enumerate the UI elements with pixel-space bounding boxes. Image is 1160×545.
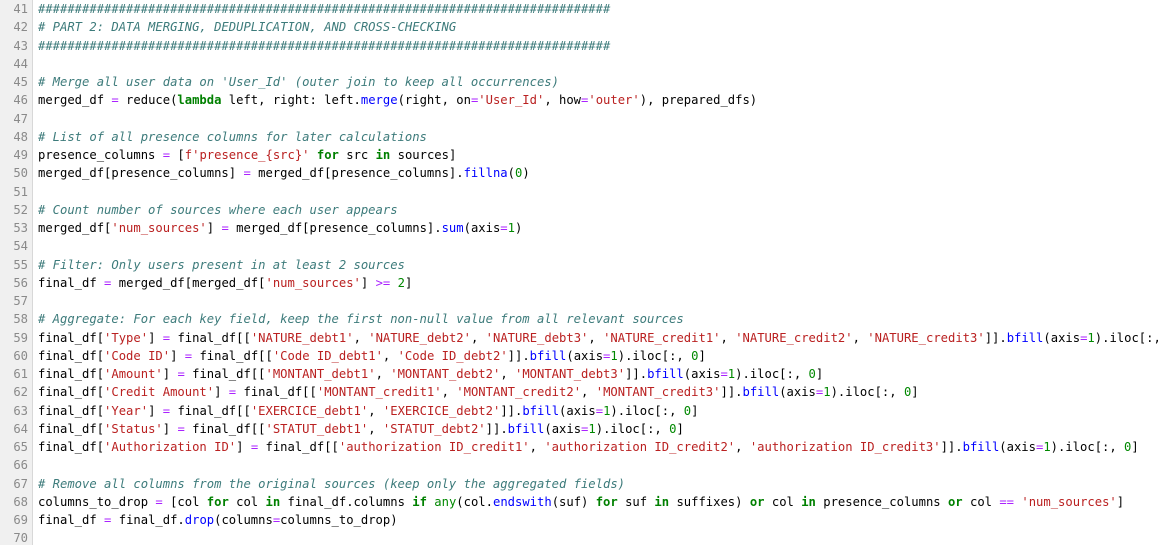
line-number: 59 [13,330,28,345]
line-number: 45 [13,75,28,89]
line-number: 62 [13,385,28,400]
code-line[interactable]: 51 [0,183,1160,201]
code-line[interactable]: 57 [0,292,1160,310]
code-line[interactable]: 60 final_df['Code ID'] = final_df[['Code … [0,347,1160,365]
code-line[interactable]: 45 # Merge all user data on 'User_Id' (ou… [0,73,1160,91]
code-text[interactable]: final_df['Authorization ID'] = final_df[… [38,440,1139,454]
code-line[interactable]: 68 columns_to_drop = [col for col in fina… [0,493,1160,511]
code-text[interactable]: # List of all presence columns for later… [38,129,427,144]
code-text[interactable]: final_df['Status'] = final_df[['STATUT_d… [38,421,684,436]
code-line[interactable]: 67 # Remove all columns from the original… [0,475,1160,493]
code-text[interactable]: final_df = final_df.drop(columns=columns… [38,513,398,527]
code-line[interactable]: 62 final_df['Credit Amount'] = final_df[[… [0,383,1160,401]
line-number: 64 [13,421,28,436]
line-number: 68 [13,494,28,509]
line-number: 67 [13,476,28,491]
line-number: 43 [13,38,28,53]
code-line[interactable]: 43 ######################################… [0,37,1160,55]
code-line[interactable]: 69 final_df = final_df.drop(columns=colum… [0,511,1160,529]
line-number-gutter [0,0,33,545]
code-line[interactable]: 63 final_df['Year'] = final_df[['EXERCICE… [0,402,1160,420]
line-number: 51 [13,184,28,199]
code-text[interactable]: # Count number of sources where each use… [38,202,398,217]
code-line[interactable]: 61 final_df['Amount'] = final_df[['MONTAN… [0,365,1160,383]
code-line[interactable]: 42 # PART 2: DATA MERGING, DEDUPLICATION,… [0,18,1160,36]
code-line[interactable]: 44 [0,55,1160,73]
line-number: 55 [13,257,28,272]
code-line[interactable]: 66 [0,456,1160,474]
line-number: 66 [13,458,28,473]
code-text[interactable]: ########################################… [38,38,611,53]
line-number: 50 [13,166,28,181]
code-line[interactable]: 56 final_df = merged_df[merged_df['num_so… [0,274,1160,292]
code-text[interactable]: final_df['Amount'] = final_df[['MONTANT_… [38,367,824,381]
code-line[interactable]: 46 merged_df = reduce(lambda left, right:… [0,91,1160,109]
line-number: 54 [13,239,28,254]
code-text[interactable]: # Merge all user data on 'User_Id' (oute… [38,75,559,89]
line-number: 42 [13,20,28,35]
code-text[interactable]: final_df = merged_df[merged_df['num_sour… [38,275,413,290]
code-text[interactable]: # PART 2: DATA MERGING, DEDUPLICATION, A… [38,20,457,35]
code-text[interactable]: final_df['Credit Amount'] = final_df[['M… [38,385,919,400]
code-text[interactable]: ########################################… [38,2,611,16]
code-text[interactable]: # Aggregate: For each key field, keep th… [38,312,684,327]
line-number: 69 [13,513,28,527]
line-number: 57 [13,294,28,308]
line-number: 49 [13,148,28,162]
line-number: 56 [13,275,28,290]
line-number: 61 [13,367,28,381]
line-number: 52 [13,202,28,217]
code-line[interactable]: 55 # Filter: Only users present in at lea… [0,256,1160,274]
code-line[interactable]: 65 final_df['Authorization ID'] = final_d… [0,438,1160,456]
code-text[interactable]: merged_df['num_sources'] = merged_df[pre… [38,221,523,235]
code-line[interactable]: 59 final_df['Type'] = final_df[['NATURE_d… [0,329,1160,347]
code-text[interactable]: final_df['Year'] = final_df[['EXERCICE_d… [38,403,699,418]
code-line[interactable]: 70 [0,529,1160,545]
code-line[interactable]: 50 merged_df[presence_columns] = merged_d… [0,164,1160,182]
line-number: 48 [13,129,28,144]
code-text[interactable]: merged_df[presence_columns] = merged_df[… [38,166,530,181]
code-text[interactable]: # Filter: Only users present in at least… [38,257,405,272]
line-number: 53 [13,221,28,235]
code-text[interactable]: merged_df = reduce(lambda left, right: l… [38,93,758,108]
code-line[interactable]: 64 final_df['Status'] = final_df[['STATUT… [0,420,1160,438]
code-line[interactable]: 48 # List of all presence columns for lat… [0,128,1160,146]
code-line[interactable]: 47 [0,110,1160,128]
line-number: 58 [13,312,28,327]
line-number: 60 [13,348,28,363]
code-line[interactable]: 53 merged_df['num_sources'] = merged_df[p… [0,219,1160,237]
line-number: 44 [13,56,28,71]
line-number: 41 [13,2,28,16]
code-line[interactable]: 52 # Count number of sources where each u… [0,201,1160,219]
code-text[interactable]: # Remove all columns from the original s… [38,476,625,491]
code-line[interactable]: 49 presence_columns = [f'presence_{src}' … [0,146,1160,164]
code-line[interactable]: 54 [0,237,1160,255]
code-text[interactable]: final_df['Type'] = final_df[['NATURE_deb… [38,330,1160,345]
line-number: 63 [13,403,28,418]
code-text[interactable]: presence_columns = [f'presence_{src}' fo… [38,148,457,162]
line-number: 46 [13,93,28,108]
code-line[interactable]: 41 ######################################… [0,0,1160,18]
line-number: 47 [13,111,28,126]
line-number: 65 [13,440,28,454]
code-text[interactable]: columns_to_drop = [col for col in final_… [38,494,1125,509]
code-line[interactable]: 58 # Aggregate: For each key field, keep … [0,310,1160,328]
line-number: 70 [13,531,28,545]
code-text[interactable]: final_df['Code ID'] = final_df[['Code ID… [38,348,706,363]
